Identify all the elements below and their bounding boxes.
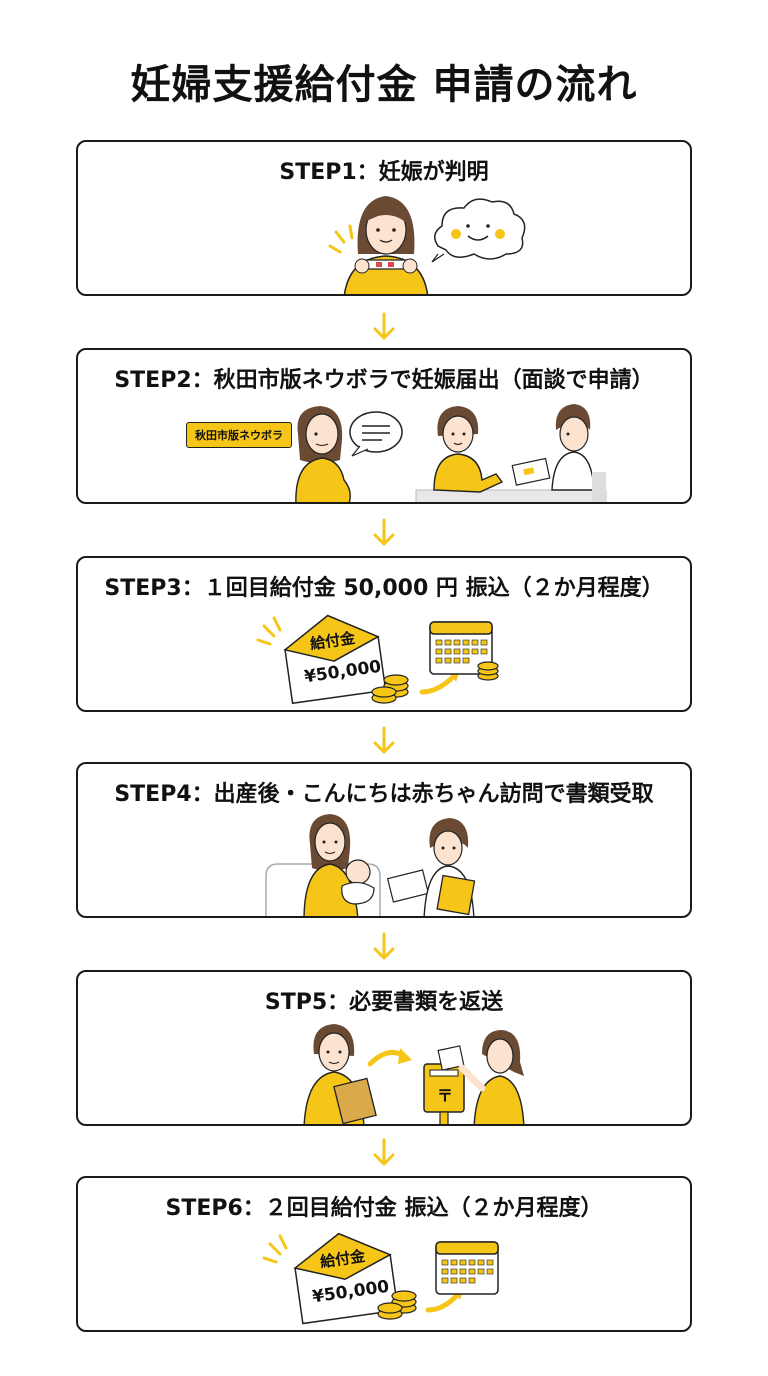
step-title: STEP1：妊娠が判明 <box>279 160 489 185</box>
step-title: STEP3：１回目給付金 50,000 円 振込（２か月程度） <box>104 576 664 601</box>
consultation-illustration <box>295 404 607 502</box>
return-documents-illustration <box>303 1024 525 1124</box>
step-title: STEP4：出産後・こんにちは赤ちゃん訪問で書類受取 <box>114 782 654 807</box>
step-title: STEP2：秋田市版ネウボラで妊娠届出（面談で申請） <box>114 368 654 393</box>
step-card-3: STEP3：１回目給付金 50,000 円 振込（２か月程度） 給付金 ¥ <box>76 556 692 712</box>
arrow-down-icon <box>373 518 395 546</box>
arrow-down-icon <box>373 932 395 960</box>
arrow-down-icon <box>373 726 395 754</box>
step-title: STEP6：２回目給付金 振込（２か月程度） <box>165 1196 603 1221</box>
page-title: 妊婦支援給付金 申請の流れ <box>130 62 638 108</box>
neuvola-sign: 秋田市版ネウボラ <box>186 422 292 448</box>
step-card-4: STEP4：出産後・こんにちは赤ちゃん訪問で書類受取 <box>76 762 692 918</box>
home-visit-illustration <box>265 814 476 916</box>
payment-envelope-illustration <box>262 1232 499 1325</box>
arrow-down-icon <box>373 1138 395 1166</box>
step-card-1: STEP1：妊娠が判明 <box>76 140 692 296</box>
step-card-2: STEP2：秋田市版ネウボラで妊娠届出（面談で申請） 秋田市版ネウボラ <box>76 348 692 504</box>
arrow-down-icon <box>373 312 395 340</box>
woman-pregnancy-test-illustration <box>328 196 526 294</box>
postal-mark: 〒 <box>437 1086 454 1105</box>
step-card-5: STP5：必要書類を返送 〒 <box>76 970 692 1126</box>
payment-envelope-illustration <box>256 614 499 705</box>
step-title: STP5：必要書類を返送 <box>264 990 504 1015</box>
step-card-6: STEP6：２回目給付金 振込（２か月程度） 給付金 ¥50,000 <box>76 1176 692 1332</box>
